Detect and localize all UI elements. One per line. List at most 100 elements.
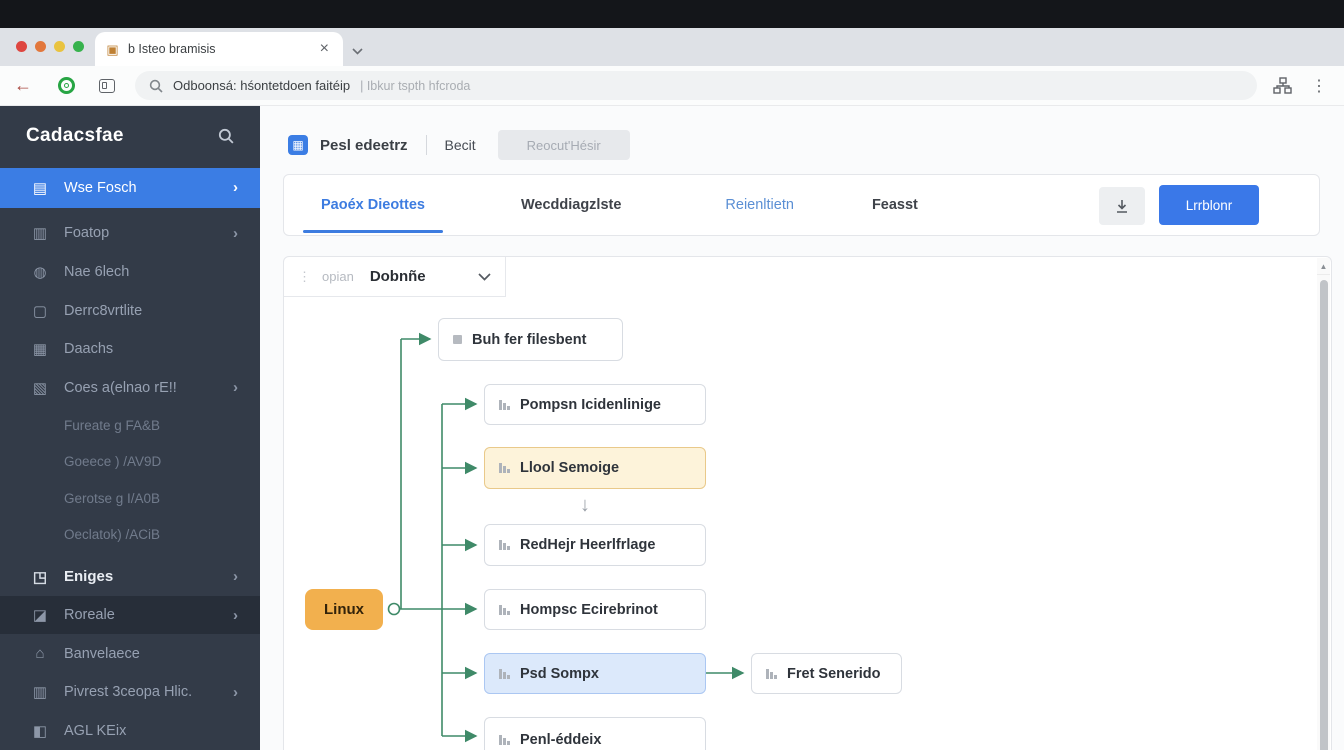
sidebar-logo-title: Cadacsfae [26, 124, 124, 146]
diagram-canvas: ⋮ opian Dobnñe [283, 256, 1332, 750]
sidebar-item-eniges[interactable]: ◳ Eniges › [0, 557, 260, 596]
diagram-root-node[interactable]: Linux [305, 589, 383, 630]
connector-lines [387, 332, 745, 743]
back-icon[interactable]: ← [14, 75, 32, 95]
chevron-right-icon: › [233, 568, 238, 586]
chevron-right-icon: › [233, 179, 238, 197]
os-top-bar [0, 0, 1344, 28]
sidebar-item-nae-6lech[interactable]: ◍ Nae 6lech [0, 253, 260, 292]
archive-icon: ◪ [32, 607, 48, 625]
globe-icon: ◍ [33, 264, 47, 281]
page-header: ▦ Pesl edeetrz Becit Reocut'Hésir [288, 130, 630, 160]
sidebar-item-banvelaece[interactable]: ⌂ Banvelaece [0, 634, 260, 673]
reset-button[interactable]: Reocut'Hésir [497, 130, 630, 160]
home-icon: ⌂ [35, 645, 45, 663]
browser-tab[interactable]: ▣ b Isteo bramisis × [95, 32, 343, 66]
chevron-right-icon: › [233, 379, 238, 397]
window-controls[interactable] [16, 41, 84, 52]
browser-toolbar: ← Odboonsá: hśontetdoen faitéip | Ibkur … [0, 66, 1344, 106]
tab-title: b Isteo bramisis [128, 42, 216, 56]
diagram-node[interactable]: Buh fer filesbent [438, 318, 623, 361]
grid-icon: ▦ [32, 341, 48, 359]
sitemap-icon[interactable] [1273, 76, 1293, 95]
url-hint-text: | Ibkur tspth hfcroda [360, 78, 471, 93]
drag-handle-icon[interactable]: ⋮ [298, 268, 311, 284]
sidebar-search-icon[interactable] [218, 128, 234, 144]
edit-menu-item[interactable]: Becit [444, 137, 476, 153]
url-text: Odboonsá: hśontetdoen faitéip [173, 78, 351, 93]
sidebar-item-pivrest[interactable]: ▥ Pivrest 3ceopa Hlic. › [0, 673, 260, 712]
dropdown-label: opian [322, 269, 354, 284]
sidebar-subitem-1[interactable]: Fureate g FA&B [64, 417, 161, 433]
tab-wecddiagzlste[interactable]: Wecddiagzlste [520, 197, 622, 213]
sidebar-item-daachs[interactable]: ▦ Daachs [0, 330, 260, 369]
diagram-node[interactable]: Penl-éddeix [484, 717, 706, 750]
chevron-down-icon [478, 268, 491, 286]
node-icon [499, 463, 510, 473]
monitor-icon: ◳ [32, 568, 48, 586]
node-icon [453, 335, 462, 344]
tab-bar: Paoéx Dieottes Wecddiagzlste Reienltietn… [283, 174, 1320, 236]
shield-icon: ◧ [32, 722, 48, 740]
diagram-node-selected[interactable]: Psd Sompx [484, 653, 706, 694]
primary-action-button[interactable]: Lrrblonr [1159, 185, 1259, 225]
sidebar-item-wse-fosch[interactable]: ▤ Wse Fosch › [0, 167, 260, 209]
dropdown-value: Dobnñe [369, 268, 426, 285]
sidebar-item-agl-keix[interactable]: ◧ AGL KEix [0, 711, 260, 750]
page-title: Pesl edeetrz [320, 136, 408, 154]
scroll-up-icon[interactable]: ▲ [1317, 258, 1330, 275]
minimize-window-button[interactable] [35, 41, 46, 52]
node-icon [499, 734, 510, 745]
close-window-button[interactable] [16, 41, 27, 52]
folder-icon: ▧ [32, 379, 48, 397]
diagram-node[interactable]: RedHejr Heerlfrlage [484, 524, 706, 566]
columns-icon: ▥ [32, 684, 48, 702]
url-bar[interactable]: Odboonsá: hśontetdoen faitéip | Ibkur ts… [135, 71, 1257, 100]
diagram-node[interactable]: Fret Senerido [751, 653, 902, 694]
kebab-menu-icon[interactable]: ⋮ [1311, 77, 1327, 95]
node-icon [499, 668, 510, 679]
app-logo-icon: ▦ [288, 135, 308, 155]
sidebar-item-coes[interactable]: ▧ Coes a(elnao rE!! › [0, 368, 260, 407]
sidebar-subitem-4[interactable]: Oeclatok) /ACiB [64, 527, 161, 543]
favicon-icon: ▣ [106, 41, 119, 57]
sidebar-subitem-3[interactable]: Gerotse g I/A0B [64, 490, 161, 506]
tab-feasst[interactable]: Feasst [871, 197, 918, 213]
sidebar: Cadacsfae ▤ Wse Fosch › ▥ Foatop › ◍ Nae… [0, 106, 260, 750]
node-icon [766, 668, 777, 679]
search-icon [149, 79, 163, 93]
chevron-right-icon: › [233, 683, 238, 701]
kanban-icon: ▥ [32, 225, 48, 243]
extension-badge-icon[interactable] [58, 77, 75, 94]
main-content: ▦ Pesl edeetrz Becit Reocut'Hésir Paoéx … [260, 106, 1344, 750]
maximize-window-button[interactable] [73, 41, 84, 52]
sidebar-item-roreale[interactable]: ◪ Roreale › [0, 595, 260, 635]
chevron-right-icon: › [233, 224, 238, 242]
storefront-icon: ▤ [32, 179, 48, 197]
tab-reienltietn[interactable]: Reienltietn [725, 197, 794, 213]
tab-close-icon[interactable]: × [319, 40, 329, 57]
canvas-scrollbar[interactable]: ▲ [1317, 258, 1330, 750]
restore-window-button[interactable] [54, 41, 65, 52]
node-icon [499, 604, 510, 615]
sidebar-item-derrc8vrtlite[interactable]: ▢ Derrc8vrtlite [0, 291, 260, 330]
scrollbar-thumb[interactable] [1319, 280, 1328, 750]
node-icon [499, 399, 510, 410]
download-icon [1117, 199, 1127, 213]
sidebar-item-foatop[interactable]: ▥ Foatop › [0, 214, 260, 253]
diagram-node[interactable]: Pompsn Icidenlinige [484, 384, 706, 425]
frame-icon: ▢ [32, 302, 48, 320]
tab-paoex-dieottes[interactable]: Paoéx Dieottes [303, 175, 443, 235]
node-icon [499, 540, 510, 550]
download-button[interactable] [1099, 187, 1145, 225]
divider [425, 135, 427, 155]
reader-mode-icon[interactable] [99, 78, 115, 93]
tab-list-chevron-icon[interactable] [352, 42, 363, 60]
layout-dropdown[interactable]: ⋮ opian Dobnñe [284, 257, 506, 297]
diagram-node-highlighted[interactable]: Llool Semoige [484, 447, 706, 489]
diagram-node[interactable]: Hompsc Ecirebrinot [484, 589, 706, 630]
sidebar-subitem-2[interactable]: Goeece ) /AV9D [64, 454, 162, 470]
collapse-handle-icon [387, 602, 401, 616]
flow-down-arrow-icon: ↓ [580, 494, 590, 516]
